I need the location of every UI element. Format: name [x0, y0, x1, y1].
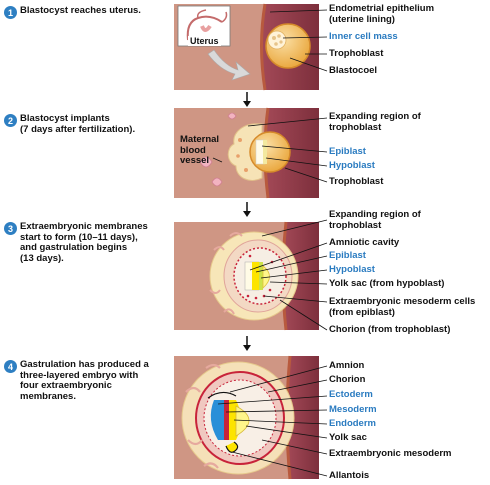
label-extraembryonic-mesoderm: Extraembryonic mesoderm [329, 449, 452, 460]
label-amniotic-cavity: Amniotic cavity [329, 238, 399, 249]
label-expanding-trophoblast: Expanding region of trophoblast [329, 210, 421, 231]
mesoderm-4 [224, 400, 229, 440]
step-text: Extraembryonic membranes start to form (… [20, 222, 148, 264]
epiblast-3 [252, 262, 259, 290]
label-blastocoel: Blastocoel [329, 66, 377, 77]
label-inner-cell-mass: Inner cell mass [329, 32, 398, 43]
label-ectoderm: Ectoderm [329, 390, 373, 401]
label-endometrial-epithelium: Endometrial epithelium (uterine lining) [329, 4, 434, 25]
step-3: 3 Extraembryonic membranes start to form… [4, 222, 148, 264]
label-hypoblast: Hypoblast [329, 161, 375, 172]
inner-cell-mass [268, 31, 286, 49]
label-allantois: Allantois [329, 471, 369, 482]
label-trophoblast: Trophoblast [329, 177, 383, 188]
label-expanding-trophoblast: Expanding region of trophoblast [329, 112, 421, 133]
step-2: 2 Blastocyst implants (7 days after fert… [4, 114, 135, 135]
step-number-badge: 3 [4, 222, 17, 235]
label-amnion: Amnion [329, 361, 364, 372]
down-arrow-icon [242, 336, 252, 352]
label-endoderm: Endoderm [329, 419, 376, 430]
label-chorion: Chorion (from trophoblast) [329, 325, 450, 336]
label-trophoblast: Trophoblast [329, 49, 383, 60]
step-1: 1 Blastocyst reaches uterus. [4, 6, 141, 19]
step-text: Blastocyst reaches uterus. [20, 6, 141, 17]
step-number-badge: 2 [4, 114, 17, 127]
step-4: 4 Gastrulation has produced a three-laye… [4, 360, 149, 402]
maternal-blood-vessel-label: Maternal blood vessel [180, 135, 219, 167]
panel-3-art [174, 220, 327, 330]
label-epiblast: Epiblast [329, 147, 366, 158]
step-number-badge: 4 [4, 360, 17, 373]
hypoblast-2 [263, 140, 267, 164]
label-extraembryonic-mesoderm-cells: Extraembryonic mesoderm cells (from epib… [329, 297, 475, 318]
panel-1-art [174, 4, 327, 90]
down-arrow-icon [242, 92, 252, 108]
uterus-label: Uterus [188, 36, 221, 46]
step-text: Gastrulation has produced a three-layere… [20, 360, 149, 402]
label-yolk-sac: Yolk sac [329, 433, 367, 444]
label-epiblast: Epiblast [329, 251, 366, 262]
down-arrow-icon [242, 202, 252, 218]
label-yolk-sac: Yolk sac (from hypoblast) [329, 279, 444, 290]
step-text: Blastocyst implants (7 days after fertil… [20, 114, 135, 135]
label-chorion: Chorion [329, 375, 365, 386]
step-number-badge: 1 [4, 6, 17, 19]
panel-4-art [174, 356, 327, 479]
label-mesoderm: Mesoderm [329, 405, 377, 416]
label-hypoblast: Hypoblast [329, 265, 375, 276]
